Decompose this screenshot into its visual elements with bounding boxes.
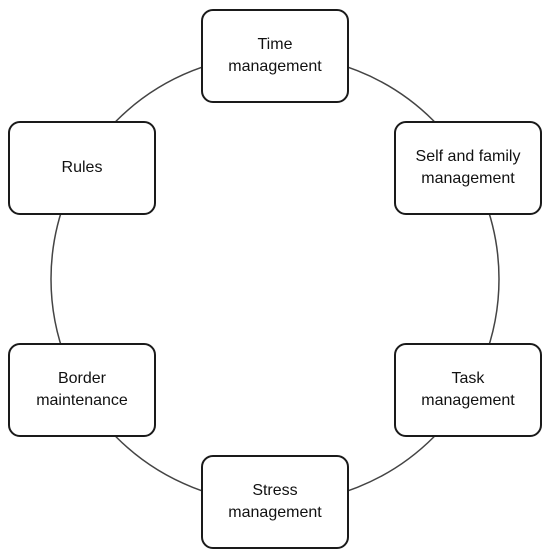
- node-label-line: management: [421, 392, 515, 409]
- node-label-line: Self and family: [415, 148, 521, 165]
- node-label-line: Stress: [252, 482, 298, 499]
- node-label-line: Rules: [61, 159, 103, 176]
- node-time-management: Time management: [201, 9, 349, 103]
- node-stress-management: Stress management: [201, 455, 349, 549]
- node-label-line: maintenance: [36, 392, 128, 409]
- node-label-line: Time: [257, 36, 293, 53]
- node-self-and-family-management: Self and family management: [394, 121, 542, 215]
- node-rules: Rules: [8, 121, 156, 215]
- node-task-management: Task management: [394, 343, 542, 437]
- node-label-line: management: [421, 170, 515, 187]
- node-label-line: Task: [451, 370, 485, 387]
- node-label-line: Border: [57, 370, 107, 387]
- node-label-line: management: [228, 504, 322, 521]
- node-border-maintenance: Border maintenance: [8, 343, 156, 437]
- node-label-line: management: [228, 58, 322, 75]
